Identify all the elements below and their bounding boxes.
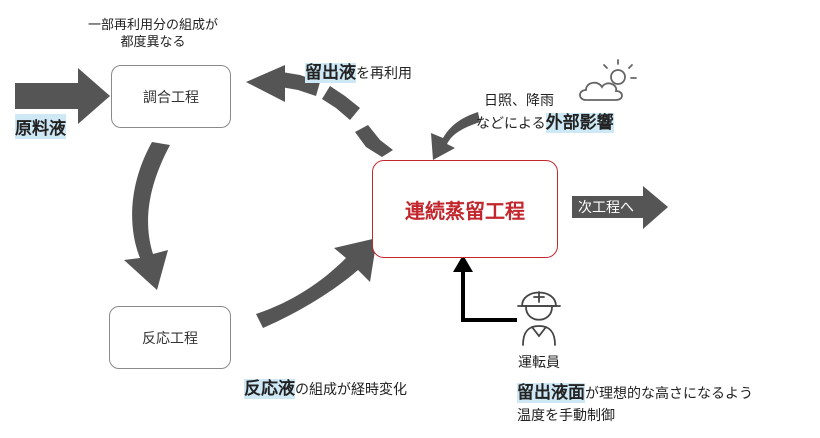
next-process-label: 次工程へ bbox=[578, 200, 634, 216]
reaction-process-box: 反応工程 bbox=[109, 306, 231, 369]
weather-line2-bold: 外部影響 bbox=[545, 113, 614, 133]
distillation-process-label: 連続蒸留工程 bbox=[405, 198, 525, 223]
distillate-bold: 留出液 bbox=[305, 63, 356, 83]
control-line2: 温度を手動制御 bbox=[517, 408, 615, 424]
raw-material-arrow bbox=[15, 68, 110, 124]
raw-material-label: 原料液 bbox=[15, 114, 66, 139]
distillation-process-box: 連続蒸留工程 bbox=[372, 160, 558, 258]
control-note: 留出液面が理想的な高さになるよう 温度を手動制御 bbox=[517, 382, 753, 427]
weather-line1: 日照、降雨 bbox=[484, 93, 554, 109]
mixing-process-box: 調合工程 bbox=[111, 65, 231, 128]
mixing-process-label: 調合工程 bbox=[143, 89, 199, 106]
weather-influence-arrow bbox=[431, 112, 480, 160]
weather-influence-label: 日照、降雨 などによる外部影響 bbox=[476, 90, 614, 135]
reaction-rest: の組成が経時変化 bbox=[295, 382, 407, 398]
operator-helmet-icon bbox=[517, 291, 561, 346]
reaction-bold: 反応液 bbox=[244, 379, 295, 399]
distillate-recycle-arrow bbox=[246, 65, 393, 157]
operator-label: 運転員 bbox=[518, 355, 560, 371]
reaction-to-distillation-arrow bbox=[256, 238, 377, 328]
mixing-to-reaction-arrow bbox=[124, 142, 170, 290]
operator-control-arrow bbox=[453, 255, 517, 322]
mixing-note-line1: 一部再利用分の組成が bbox=[88, 18, 219, 33]
weather-line2-prefix: などによる bbox=[476, 116, 546, 132]
mixing-note-line2: 都度異なる bbox=[120, 35, 186, 50]
distillate-reuse-label: 留出液を再利用 bbox=[305, 58, 412, 83]
reaction-process-label: 反応工程 bbox=[142, 330, 198, 347]
weather-sun-cloud-icon bbox=[579, 59, 637, 101]
control-bold: 留出液面 bbox=[517, 383, 585, 403]
distillate-rest: を再利用 bbox=[356, 66, 412, 82]
next-process-arrow bbox=[572, 186, 668, 229]
mixing-note: 一部再利用分の組成が 都度異なる bbox=[88, 17, 218, 51]
control-rest: が理想的な高さになるよう bbox=[585, 386, 753, 402]
reaction-liquid-note: 反応液の組成が経時変化 bbox=[244, 374, 407, 399]
